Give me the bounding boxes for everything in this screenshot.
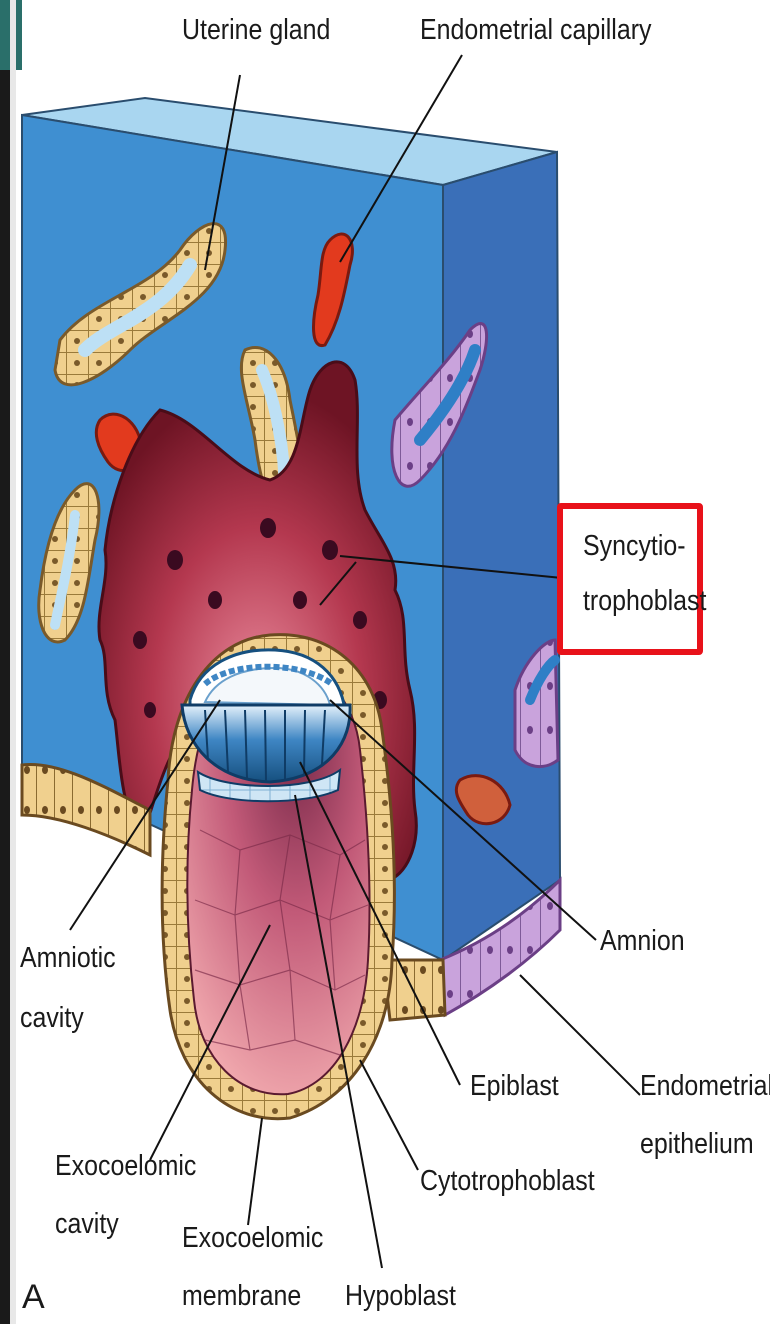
syncytiotrophoblast-highlight-box	[557, 503, 703, 655]
panel-letter: A	[22, 1278, 45, 1317]
endometrium-side-face	[443, 152, 560, 960]
label-amniotic-cavity-line1: Amniotic	[20, 942, 116, 975]
label-syncytiotrophoblast-line1: Syncytio-	[583, 530, 686, 563]
label-exocoelomic-cavity-line1: Exocoelomic	[55, 1150, 196, 1183]
label-exocoelomic-cavity-line2: cavity	[55, 1208, 119, 1241]
left-border-bar	[0, 0, 10, 1324]
label-cytotrophoblast: Cytotrophoblast	[420, 1165, 595, 1198]
label-uterine-gland: Uterine gland	[182, 14, 330, 47]
label-endometrial-capillary: Endometrial capillary	[420, 14, 651, 47]
label-epiblast: Epiblast	[470, 1070, 559, 1103]
label-hypoblast: Hypoblast	[345, 1280, 456, 1313]
label-exocoelomic-membrane-line2: membrane	[182, 1280, 301, 1313]
label-endometrial-epithelium-line1: Endometrial	[640, 1070, 770, 1103]
label-syncytiotrophoblast-line2: trophoblast	[583, 585, 706, 618]
label-amniotic-cavity-line2: cavity	[20, 1002, 84, 1035]
label-amnion: Amnion	[600, 925, 685, 958]
label-exocoelomic-membrane-line1: Exocoelomic	[182, 1222, 323, 1255]
label-endometrial-epithelium-line2: epithelium	[640, 1128, 754, 1161]
